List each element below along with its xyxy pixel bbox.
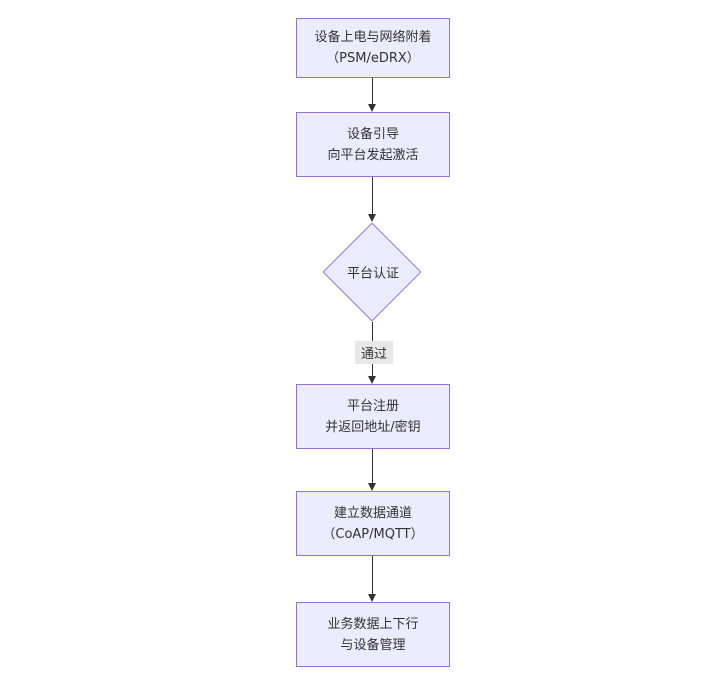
arrowhead-icon: [368, 104, 376, 112]
node-label: 平台注册 并返回地址/密钥: [325, 398, 421, 435]
arrow-line: [372, 556, 373, 596]
edge-label-pass: 通过: [354, 341, 394, 364]
arrow-line: [372, 78, 373, 106]
arrow-line: [372, 449, 373, 485]
node-power-on-network-attach: 设备上电与网络附着 （PSM/eDRX）: [296, 18, 450, 78]
arrowhead-icon: [368, 214, 376, 222]
node-label: 平台认证: [346, 266, 400, 282]
arrow-b-to-c: [368, 177, 377, 222]
arrowhead-icon: [368, 594, 376, 602]
arrowhead-icon: [368, 483, 376, 491]
node-device-bootstrap: 设备引导 向平台发起激活: [296, 112, 450, 177]
node-label: 业务数据上下行 与设备管理: [327, 616, 419, 653]
node-data-channel: 建立数据通道 （CoAP/MQTT）: [296, 491, 450, 556]
node-label: 设备引导 向平台发起激活: [327, 126, 419, 163]
arrow-line: [372, 177, 373, 216]
arrowhead-icon: [368, 376, 376, 384]
node-business-data-management: 业务数据上下行 与设备管理: [296, 602, 450, 667]
node-label: 建立数据通道 （CoAP/MQTT）: [322, 505, 424, 542]
node-label: 设备上电与网络附着 （PSM/eDRX）: [314, 30, 432, 66]
arrow-d-to-e: [368, 449, 377, 491]
arrow-a-to-b: [368, 78, 377, 112]
node-platform-register: 平台注册 并返回地址/密钥: [296, 384, 450, 449]
arrow-e-to-f: [368, 556, 377, 602]
